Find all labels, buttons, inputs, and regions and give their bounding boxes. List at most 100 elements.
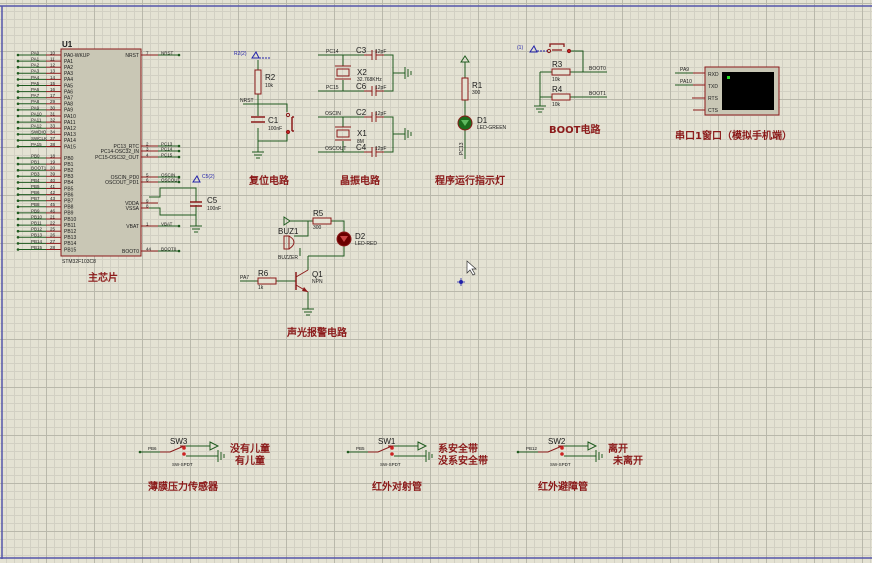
pin-terminal[interactable]	[16, 168, 20, 172]
pin-terminal[interactable]	[16, 90, 20, 93]
x1-net-bot: OSCOUT	[325, 146, 346, 152]
mcu-pin-name: NRST	[125, 53, 139, 59]
mcu-pin-net: PA6	[31, 87, 40, 92]
ground-icon	[534, 105, 546, 113]
pin-terminal[interactable]	[16, 145, 20, 148]
pin-terminal[interactable]	[16, 96, 20, 99]
pin-terminal[interactable]	[16, 205, 20, 209]
crystal-caption: 晶振电路	[340, 174, 381, 187]
r2-ref: R2	[265, 73, 276, 82]
switch-label-off: 未离开	[612, 454, 643, 467]
origin-marker-icon	[457, 278, 465, 286]
switch-lever	[368, 445, 394, 453]
resistor-r5[interactable]	[312, 217, 332, 225]
pin-terminal[interactable]	[16, 175, 20, 178]
pin-terminal[interactable]	[16, 229, 20, 233]
pin-terminal[interactable]	[16, 126, 20, 130]
alarm-circuit[interactable]: R5 300 BUZ1 BUZZER D2 LED-RED R6 1k PA7 …	[240, 209, 377, 339]
switch-wires	[348, 445, 426, 457]
pin-terminal[interactable]	[16, 102, 20, 106]
mcu-pin-net: PA9	[31, 105, 40, 110]
crystal-circuit[interactable]: PC14 PC15 C3 12pF C6 12pF X2 32.768KHz O…	[318, 46, 412, 187]
mcu-pin-name: PB9	[64, 211, 74, 217]
led-indicator-circuit[interactable]: R1 300 D1 LED-GREEN PC13 程序运行指示灯	[435, 55, 507, 187]
transistor-q1[interactable]	[295, 269, 309, 293]
crystal-x1[interactable]: OSCIN OSCOUT C2 12pF C4 12pF X1 8M	[318, 108, 412, 157]
pin-terminal[interactable]	[16, 72, 20, 75]
buzzer-buz1[interactable]	[283, 235, 295, 250]
switch-lever	[160, 445, 186, 453]
c1-value: 100nF	[268, 126, 282, 132]
pin-terminal[interactable]	[16, 156, 20, 160]
pin-terminal[interactable]	[16, 114, 20, 118]
switch-net: PB6	[148, 446, 157, 451]
pin-terminal[interactable]	[177, 180, 181, 184]
pin-terminal[interactable]	[177, 149, 181, 153]
mcu-pin-net: PB1	[31, 160, 40, 165]
pin-terminal[interactable]	[16, 223, 20, 227]
mcu-pin-name: PA15	[64, 144, 76, 150]
pin-terminal[interactable]	[16, 65, 20, 69]
terminal-screen[interactable]	[722, 72, 774, 110]
pin-terminal[interactable]	[16, 248, 20, 251]
uart-pin-rxd: RXD	[708, 72, 719, 78]
capacitor-c5[interactable]: C5 100nF C5(2)	[149, 174, 221, 233]
resistor-r6[interactable]	[257, 277, 277, 285]
c5-probe: C5(2)	[202, 174, 215, 180]
pin-terminal[interactable]	[16, 162, 20, 166]
c2-value: 12pF	[375, 111, 386, 117]
pin-terminal[interactable]	[16, 211, 20, 215]
pin-terminal[interactable]	[16, 120, 20, 124]
virtual-terminal[interactable]: RXD TXD RTS CTS PA9 PA10 串口1窗口（模拟手机端）	[675, 66, 792, 142]
resistor-r2[interactable]	[254, 69, 262, 95]
pin-terminal[interactable]	[16, 139, 20, 142]
resistor-r3[interactable]	[551, 68, 571, 76]
mcu-pin-net: OSCIN	[161, 172, 175, 177]
boot-button[interactable]	[546, 43, 572, 54]
mcu-pin-number: 43	[50, 196, 56, 201]
r1-ref: R1	[472, 81, 483, 90]
uart-pin-txd: TXD	[708, 84, 718, 90]
mcu-pin-number: 4	[146, 152, 149, 157]
pin-terminal[interactable]	[177, 155, 181, 159]
ground-icon	[217, 450, 225, 462]
pin-terminal[interactable]	[16, 84, 20, 87]
pin-terminal[interactable]	[177, 53, 181, 57]
pin-terminal[interactable]	[516, 450, 520, 454]
pin-terminal[interactable]	[16, 242, 20, 245]
pin-terminal[interactable]	[16, 133, 20, 136]
pin-terminal[interactable]	[16, 78, 20, 81]
reset-circuit[interactable]: R2(2) R2 10k C1 100nF NRST 复位电路	[234, 51, 294, 187]
pin-terminal[interactable]	[177, 175, 181, 179]
pin-terminal[interactable]	[177, 144, 181, 148]
crystal-x2[interactable]: PC14 PC15 C3 12pF C6 12pF X2 32.768KHz	[318, 46, 412, 96]
pin-terminal[interactable]	[16, 53, 20, 57]
c4-value: 12pF	[375, 146, 386, 152]
c1-ref: C1	[268, 116, 279, 125]
pin-terminal[interactable]	[16, 193, 20, 196]
pin-terminal[interactable]	[346, 450, 350, 454]
pin-terminal[interactable]	[16, 108, 20, 112]
pin-terminal[interactable]	[177, 224, 181, 228]
pin-terminal[interactable]	[177, 249, 181, 253]
mcu-pin-net: SWCLK	[31, 136, 47, 141]
pin-terminal[interactable]	[16, 217, 20, 221]
mcu-pin-net: VBAT	[161, 221, 173, 226]
pin-terminal[interactable]	[16, 236, 20, 239]
pin-terminal[interactable]	[16, 187, 20, 190]
resistor-r4[interactable]	[551, 93, 571, 101]
boot-circuit[interactable]: (1) R3 10k R4 10k BOOT0 BOOT1 BOOT电路	[517, 43, 607, 136]
pin-terminal[interactable]	[138, 450, 142, 454]
pin-terminal[interactable]	[16, 59, 20, 63]
pin-terminal[interactable]	[16, 181, 20, 184]
reset-button[interactable]	[285, 112, 294, 135]
c5-wires	[149, 187, 197, 226]
uart-pin-rts: RTS	[708, 96, 719, 102]
pin-terminal[interactable]	[16, 199, 20, 202]
resistor-r1[interactable]	[461, 77, 469, 101]
